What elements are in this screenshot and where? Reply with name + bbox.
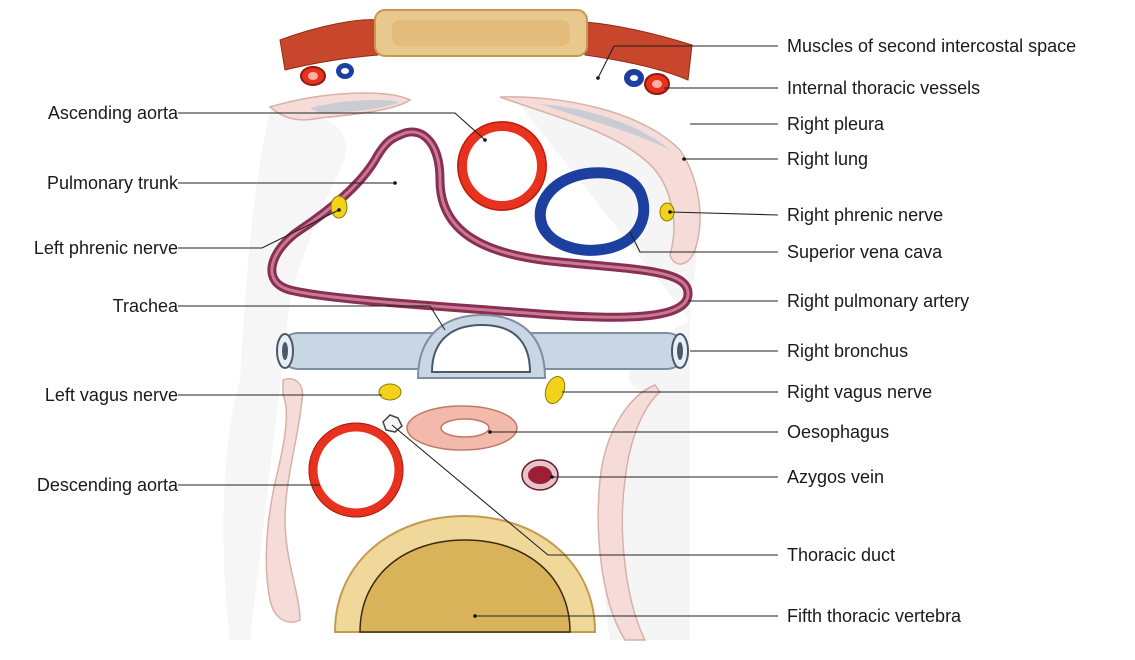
label-trachea: Trachea — [113, 295, 178, 317]
label-right-pulmonary-artery: Right pulmonary artery — [787, 290, 969, 312]
label-descending-aorta: Descending aorta — [37, 474, 178, 496]
label-superior-vena-cava: Superior vena cava — [787, 241, 942, 263]
label-fifth-thoracic-vertebra: Fifth thoracic vertebra — [787, 605, 961, 627]
oesophagus-shape — [407, 406, 517, 450]
label-right-vagus-nerve: Right vagus nerve — [787, 381, 932, 403]
left-pleura — [270, 93, 410, 120]
left-vagus-nerve — [379, 384, 401, 400]
label-pulmonary-trunk: Pulmonary trunk — [47, 172, 178, 194]
fifth-thoracic-vertebra — [335, 516, 595, 632]
internal-thoracic-vessels-left — [301, 63, 354, 85]
label-internal-thoracic-vessels: Internal thoracic vessels — [787, 77, 980, 99]
trachea-shape — [418, 315, 545, 378]
label-oesophagus: Oesophagus — [787, 421, 889, 443]
label-thoracic-duct: Thoracic duct — [787, 544, 895, 566]
label-right-lung: Right lung — [787, 148, 868, 170]
label-left-vagus-nerve: Left vagus nerve — [45, 384, 178, 406]
label-muscles-intercostal: Muscles of second intercostal space — [787, 35, 1076, 57]
label-azygos-vein: Azygos vein — [787, 466, 884, 488]
ascending-aorta — [458, 122, 546, 210]
label-right-bronchus: Right bronchus — [787, 340, 908, 362]
label-right-phrenic-nerve: Right phrenic nerve — [787, 204, 943, 226]
left-phrenic-nerve — [331, 196, 347, 218]
azygos-vein-shape — [522, 460, 558, 490]
descending-aorta — [309, 423, 403, 517]
thoracic-duct-shape — [383, 415, 402, 432]
internal-thoracic-vessels-right — [624, 69, 669, 94]
sternum — [375, 10, 587, 56]
label-left-phrenic-nerve: Left phrenic nerve — [34, 237, 178, 259]
label-right-pleura: Right pleura — [787, 113, 884, 135]
label-ascending-aorta: Ascending aorta — [48, 102, 178, 124]
